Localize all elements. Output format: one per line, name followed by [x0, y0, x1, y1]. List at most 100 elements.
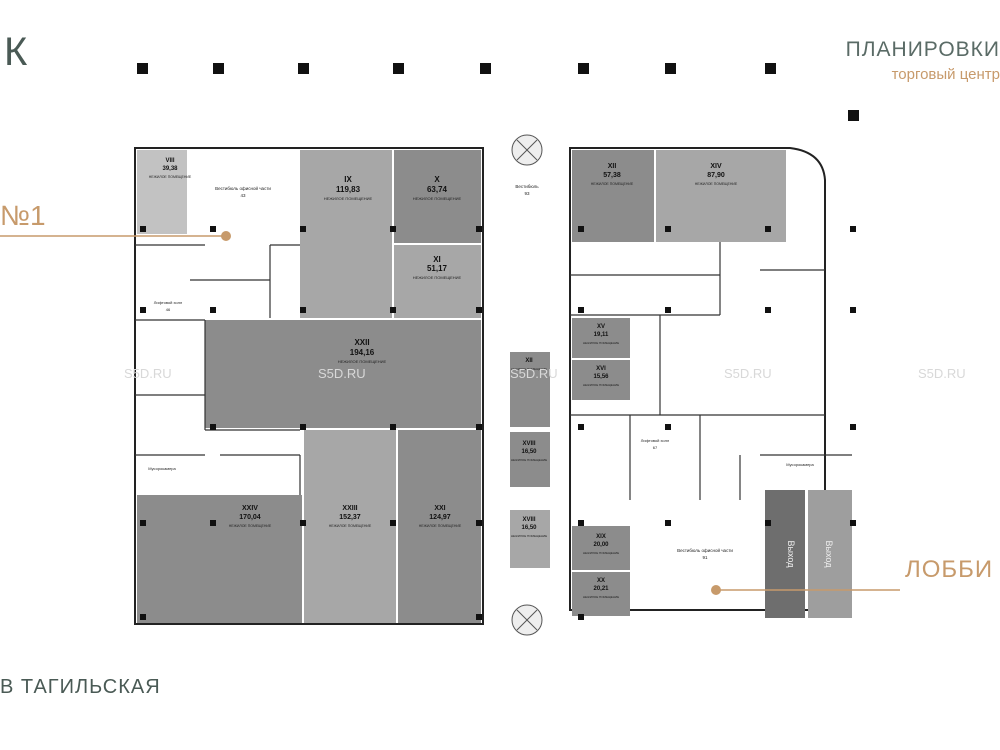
room-area: 20,00: [593, 542, 609, 548]
space-label: Мусорокамера: [786, 462, 814, 467]
watermark: S5D.RU: [124, 366, 172, 381]
room-type: НЕЖИЛОЕ ПОМЕЩЕНИЕ: [591, 182, 634, 186]
callout-left: №1: [0, 200, 46, 231]
room-xviii-a[interactable]: [510, 432, 550, 487]
room-xii-center[interactable]: [510, 352, 550, 427]
room-xv[interactable]: [572, 318, 630, 358]
room-xviii-b[interactable]: [510, 510, 550, 568]
room-label: XI: [433, 255, 441, 264]
room-type: НЕЖИЛОЕ ПОМЕЩЕНИЕ: [338, 359, 387, 364]
room-area: 194,16: [350, 348, 375, 357]
callout-left-line: [0, 231, 231, 241]
page-title: ПЛАНИРОВКИ: [845, 38, 1000, 61]
right-building: [569, 147, 826, 611]
room-label: X: [434, 175, 440, 184]
room-type: НЕЖИЛОЕ ПОМЕЩЕНИЕ: [149, 175, 192, 179]
callout-right-line: [711, 585, 900, 595]
room-area: 16,50: [521, 449, 537, 455]
room-type: НЕЖИЛОЕ ПОМЕЩЕНИЕ: [583, 383, 619, 387]
room-type: НЕЖИЛОЕ ПОМЕЩЕНИЕ: [324, 196, 373, 201]
room-xix[interactable]: [572, 526, 630, 570]
footer-street: В ТАГИЛЬСКАЯ: [0, 676, 161, 698]
room-type: НЕЖИЛОЕ ПОМЕЩЕНИЕ: [695, 182, 738, 186]
revolving-door-top: [511, 134, 543, 166]
walls: [135, 242, 852, 500]
space-label: Лифтовой холл: [641, 438, 670, 443]
room-type: НЕЖИЛОЕ ПОМЕЩЕНИЕ: [511, 458, 547, 462]
room-xxiv[interactable]: [137, 495, 302, 623]
room-label: XV: [597, 324, 605, 330]
space-labels: Вестибюль офисной части 43 Вестибюль 93 …: [148, 184, 834, 568]
room-area: 39,38: [162, 166, 178, 172]
room-label: XXIV: [242, 505, 258, 512]
space-code: 93: [524, 191, 530, 196]
watermarks: S5D.RU S5D.RU S5D.RU S5D.RU S5D.RU: [124, 366, 966, 381]
room-type: НЕЖИЛОЕ ПОМЕЩЕНИЕ: [583, 551, 619, 555]
top-markers: [137, 63, 859, 121]
revolving-door-bottom: [511, 604, 543, 636]
room-label: XVIII: [522, 517, 535, 523]
room-label: XIX: [596, 534, 606, 540]
left-building: [134, 147, 484, 625]
room-xxii[interactable]: [205, 320, 481, 428]
exit-b[interactable]: [808, 490, 852, 618]
room-labels: VIII 39,38 IX 119,83 X 63,74 XI 51,17 XI…: [149, 158, 738, 599]
room-label: IX: [344, 175, 352, 184]
watermark: S5D.RU: [510, 366, 558, 381]
room-label: XX: [597, 578, 605, 584]
room-type: НЕЖИЛОЕ ПОМЕЩЕНИЕ: [583, 341, 619, 345]
room-label: XIV: [710, 163, 722, 170]
room-ix[interactable]: [300, 150, 392, 318]
space-label: Мусорокамера: [148, 466, 176, 471]
space-code: 43: [240, 193, 246, 198]
exit-label: Выход: [786, 541, 796, 569]
room-xii[interactable]: [572, 150, 654, 242]
exit-a[interactable]: [765, 490, 805, 618]
room-area: 170,04: [239, 514, 261, 521]
room-xxiii[interactable]: [304, 430, 396, 623]
room-type: НЕЖИЛОЕ ПОМЕЩЕНИЕ: [583, 595, 619, 599]
space-code: 67: [653, 445, 658, 450]
room-area: 51,17: [427, 264, 448, 273]
room-area: 124,97: [429, 514, 451, 521]
room-area: 152,37: [339, 514, 361, 521]
room-type: НЕЖИЛОЕ ПОМЕЩЕНИЕ: [329, 524, 372, 528]
space-code: 46: [166, 307, 171, 312]
room-area: 57,38: [603, 172, 621, 179]
room-label: XXII: [354, 338, 369, 347]
room-xvi[interactable]: [572, 360, 630, 400]
room-xx[interactable]: [572, 572, 630, 616]
right-rooms: [510, 150, 852, 618]
logo: К: [4, 30, 28, 74]
space-label: Вестибюль офисной части: [677, 547, 733, 553]
room-label: XVIII: [522, 441, 535, 447]
columns: [140, 226, 856, 620]
room-xxi[interactable]: [398, 430, 481, 623]
room-type: НЕЖИЛОЕ ПОМЕЩЕНИЕ: [413, 275, 462, 280]
room-type: НЕЖИЛОЕ ПОМЕЩЕНИЕ: [419, 524, 462, 528]
space-label: Лифтовой холл: [154, 300, 183, 305]
room-label: XVI: [596, 366, 606, 372]
room-area: 15,56: [593, 374, 609, 380]
room-area: 63,74: [427, 185, 448, 194]
room-area: 119,83: [336, 185, 361, 194]
space-label: Вестибюль: [515, 184, 539, 189]
room-viii[interactable]: [137, 150, 187, 234]
room-label: VIII: [165, 158, 174, 164]
space-label: Вестибюль офисной части: [215, 185, 271, 191]
room-type: НЕЖИЛОЕ ПОМЕЩЕНИЕ: [511, 534, 547, 538]
room-xiv[interactable]: [656, 150, 786, 242]
watermark: S5D.RU: [724, 366, 772, 381]
room-area: 19,11: [594, 332, 609, 338]
watermark: S5D.RU: [318, 366, 366, 381]
room-type: НЕЖИЛОЕ ПОМЕЩЕНИЕ: [511, 367, 547, 371]
page-subtitle: торговый центр: [891, 66, 1000, 83]
watermark: S5D.RU: [918, 366, 966, 381]
room-type: НЕЖИЛОЕ ПОМЕЩЕНИЕ: [229, 524, 272, 528]
room-xi[interactable]: [394, 245, 481, 318]
room-area: 87,90: [707, 172, 725, 179]
room-area: 20,21: [593, 586, 609, 592]
space-code: 91: [702, 555, 708, 560]
room-x[interactable]: [394, 150, 481, 243]
